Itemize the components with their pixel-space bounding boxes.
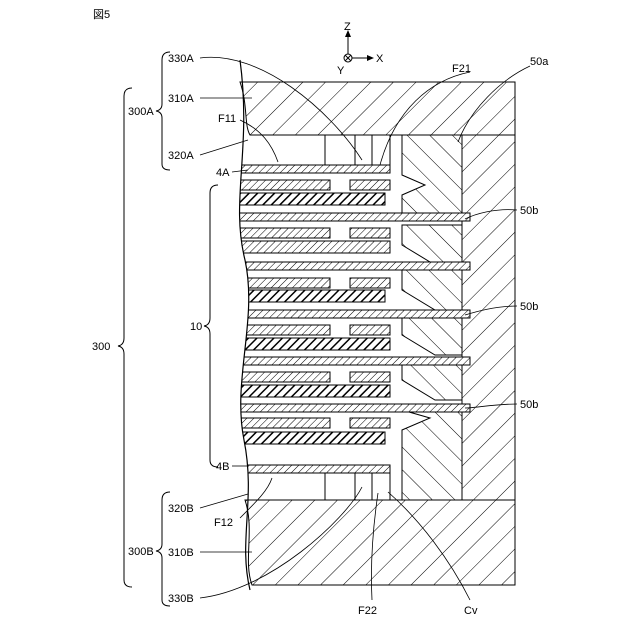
label-F22: F22 <box>358 605 377 617</box>
label-330A: 330A <box>168 53 194 65</box>
upper-plate-310A <box>240 82 515 135</box>
label-F11: F11 <box>218 113 236 125</box>
label-4B: 4B <box>216 461 229 473</box>
protrusion-330B <box>325 470 390 500</box>
label-330B: 330B <box>168 593 194 605</box>
axis-indicator: Z X Y <box>337 21 384 77</box>
label-300B: 300B <box>128 546 154 558</box>
label-310B: 310B <box>168 547 194 559</box>
cross-section-drawing <box>230 60 515 590</box>
label-F21: F21 <box>452 63 471 75</box>
label-320A: 320A <box>168 150 194 162</box>
label-320B: 320B <box>168 503 194 515</box>
label-4A: 4A <box>216 167 230 179</box>
label-50a: 50a <box>530 56 549 68</box>
label-F12: F12 <box>214 517 233 529</box>
label-50b-top: 50b <box>520 205 538 217</box>
label-300A: 300A <box>128 106 154 118</box>
label-50b-bottom: 50b <box>520 399 538 411</box>
axis-label-x: X <box>376 53 384 65</box>
label-Cv: Cv <box>464 605 478 617</box>
label-310A: 310A <box>168 93 194 105</box>
label-50b-middle: 50b <box>520 301 538 313</box>
label-300: 300 <box>92 341 110 353</box>
lower-plate-310B <box>245 500 515 585</box>
brackets <box>118 52 218 606</box>
protrusion-330A <box>325 135 390 165</box>
axis-label-z: Z <box>344 21 351 33</box>
axis-label-y: Y <box>337 65 345 77</box>
figure-title: 図5 <box>93 8 110 21</box>
label-10: 10 <box>190 321 202 333</box>
